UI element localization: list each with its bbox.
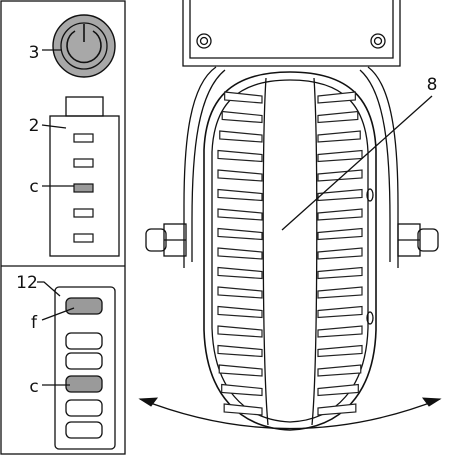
leader-wheel [281, 95, 433, 231]
tread-block [317, 344, 363, 358]
tyre [203, 71, 377, 431]
tread-block [217, 344, 263, 358]
tread-block [317, 286, 363, 299]
bolt-icon [370, 33, 386, 49]
led-segments [65, 297, 103, 439]
caster-fork [183, 66, 399, 268]
swivel-arrow [138, 397, 442, 430]
tread-block [217, 325, 263, 338]
tread-block [317, 266, 363, 280]
battery-segment [73, 158, 94, 168]
battery-indicator [49, 96, 120, 257]
tread-block [219, 130, 263, 143]
tread-block [317, 364, 362, 377]
label-wheel: 8 [427, 75, 438, 95]
battery-segment [73, 233, 94, 243]
led-panel [54, 286, 116, 450]
tread-blocks-right [317, 91, 363, 416]
battery-segment [73, 133, 94, 143]
tread-blocks-left [217, 91, 263, 416]
tread-block [317, 110, 359, 124]
leader-led-panel [37, 281, 61, 297]
label-battery-indicator: 2 [29, 116, 40, 136]
tread-block [217, 266, 263, 280]
arrow-head-right-icon [421, 397, 442, 407]
axle-nut-left [145, 223, 187, 257]
tread-block [317, 403, 357, 416]
tread-block [223, 403, 263, 416]
tread-block [317, 227, 363, 241]
tread-block [317, 91, 356, 104]
caster-wheel [138, 0, 442, 431]
led-segment [65, 297, 103, 315]
tread-block [317, 130, 361, 143]
led-segment [65, 399, 103, 417]
battery-segments [73, 133, 94, 243]
led-panel-body [54, 286, 116, 450]
battery-segment [73, 183, 94, 193]
led-segment [65, 421, 103, 439]
inset-frame [0, 0, 126, 455]
tread-block [317, 383, 359, 397]
bolt-icon [196, 33, 212, 49]
caster-bracket [182, 0, 401, 67]
tread-block [217, 188, 263, 202]
tread-block [217, 286, 263, 299]
arrow-head-left-icon [138, 397, 159, 407]
tread-block [317, 247, 363, 260]
tread-block [221, 110, 263, 124]
battery-terminal [65, 96, 104, 117]
led-segment [65, 332, 103, 350]
tread-block [224, 91, 263, 104]
led-segment [65, 352, 103, 370]
tread-block [317, 325, 363, 338]
led-segment [65, 375, 103, 393]
tread-block [217, 247, 263, 260]
label-led-marker: c [29, 377, 38, 397]
tread-block [217, 149, 263, 163]
tread-block [317, 305, 363, 319]
battery-segment [73, 208, 94, 218]
hub-hole [366, 311, 374, 325]
leader-led-top-marker [41, 307, 75, 321]
leader-battery-indicator [41, 124, 67, 129]
power-button [52, 14, 116, 78]
power-icon [66, 30, 102, 64]
label-battery-marker: c [29, 177, 38, 197]
label-power-button: 3 [29, 43, 40, 63]
tread-block [221, 383, 263, 397]
hub-hole [366, 188, 374, 202]
tread-block [217, 227, 263, 241]
tread-block [217, 208, 263, 221]
tread-block [217, 305, 263, 319]
label-led-panel: 12 [16, 273, 38, 293]
label-led-top-marker: f [31, 313, 38, 333]
tread-block [217, 169, 263, 182]
tread-block [218, 364, 263, 377]
tread-block [317, 208, 363, 221]
inset-panels [0, 0, 126, 455]
axle-nut-right [397, 223, 439, 257]
